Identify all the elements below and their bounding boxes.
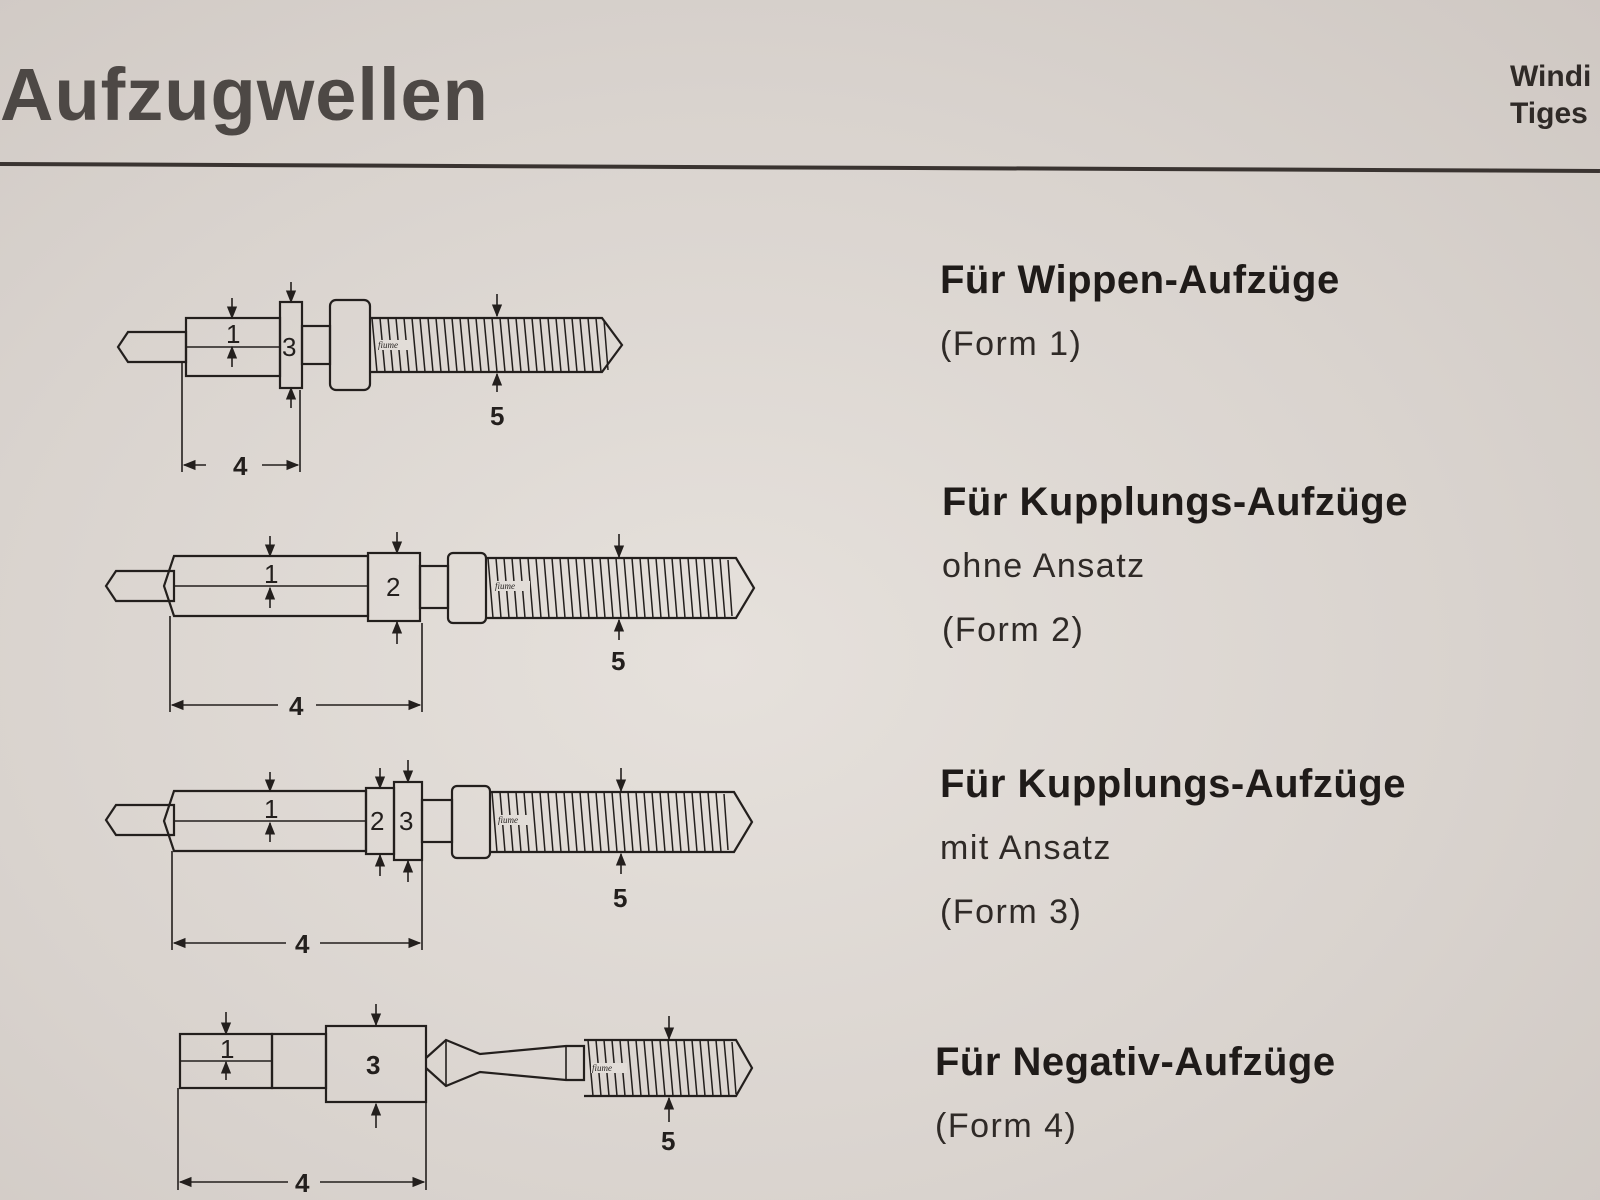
form-3-description: Für Kupplungs-Aufzüge mit Ansatz (Form 3… — [940, 752, 1406, 944]
form-3-label: (Form 3) — [940, 893, 1083, 931]
corner-line-2: Tiges — [1510, 97, 1588, 130]
dim-label-4-form-1: 4 — [233, 451, 248, 481]
dim-label-2-form-3: 2 — [370, 806, 384, 836]
form-1-description: Für Wippen-Aufzüge (Form 1) — [940, 248, 1340, 376]
form-2-subtitle: ohne Ansatz — [942, 547, 1146, 585]
dim-label-4-form-4: 4 — [295, 1168, 310, 1198]
dim-label-3-form-1: 3 — [282, 332, 296, 362]
form-1-label: (Form 1) — [940, 325, 1083, 363]
brand-mark-form-2: fiume — [495, 581, 515, 591]
form-2-heading: Für Kupplungs-Aufzüge — [942, 480, 1408, 524]
corner-line-1: Windi — [1510, 60, 1592, 93]
form-4-heading: Für Negativ-Aufzüge — [935, 1040, 1336, 1084]
dim-label-1-form-2: 1 — [264, 559, 278, 589]
dim-label-3-form-3: 3 — [399, 806, 413, 836]
brand-mark-form-1: fiume — [378, 340, 398, 350]
form-3-subtitle: mit Ansatz — [940, 829, 1112, 867]
corner-heading: Windi Tiges — [1510, 58, 1600, 132]
stem-drawing-form-2: fiume 1 2 5 4 — [104, 532, 756, 721]
dim-label-2-form-2: 2 — [386, 572, 400, 602]
stem-drawing-form-3: fiume 1 2 3 5 4 — [104, 760, 754, 959]
brand-mark-form-3: fiume — [498, 815, 518, 825]
form-1-heading: Für Wippen-Aufzüge — [940, 258, 1340, 302]
dim-label-5-form-3: 5 — [613, 883, 627, 913]
form-4-label: (Form 4) — [935, 1107, 1078, 1145]
dim-label-1-form-1: 1 — [226, 319, 240, 349]
form-4-description: Für Negativ-Aufzüge (Form 4) — [935, 1030, 1336, 1158]
dim-label-4-form-2: 4 — [289, 691, 304, 721]
dim-label-5-form-1: 5 — [490, 401, 504, 431]
form-2-label: (Form 2) — [942, 611, 1085, 649]
dim-label-1-form-4: 1 — [220, 1034, 234, 1064]
form-3-heading: Für Kupplungs-Aufzüge — [940, 762, 1406, 806]
form-2-description: Für Kupplungs-Aufzüge ohne Ansatz (Form … — [942, 470, 1408, 662]
dim-label-5-form-2: 5 — [611, 646, 625, 676]
stem-drawing-form-1: fiume 1 3 5 4 — [116, 282, 624, 481]
dim-label-1-form-3: 1 — [264, 794, 278, 824]
brand-mark-form-4: fiume — [592, 1063, 612, 1073]
page-title: Aufzugwellen — [0, 53, 489, 136]
stem-drawing-form-4: fiume 1 3 5 4 — [177, 1004, 754, 1198]
dim-label-4-form-3: 4 — [295, 929, 310, 959]
dim-label-5-form-4: 5 — [661, 1126, 675, 1156]
dim-label-3-form-4: 3 — [366, 1050, 380, 1080]
